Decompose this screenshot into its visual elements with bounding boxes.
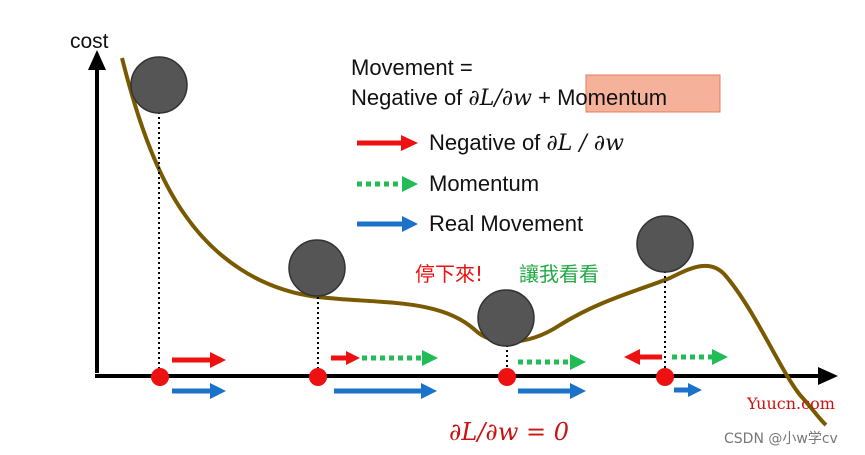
formula-line-2: Negative of ∂L/∂w + Momentum bbox=[351, 85, 667, 111]
zero-gradient-label: ∂L/∂w = 0 bbox=[449, 418, 569, 446]
letting-note: 讓我看看 bbox=[519, 262, 599, 286]
point-3-arrows bbox=[518, 354, 586, 399]
formula-line-2-highlight: Momentum bbox=[557, 85, 667, 110]
formula-line-2-prefix: Negative of bbox=[351, 85, 468, 110]
legend-gradient-label: Negative of ∂L / ∂w bbox=[429, 130, 624, 156]
momentum-arrowhead-2 bbox=[422, 350, 438, 366]
point-2-arrows bbox=[331, 350, 438, 399]
legend-real-label: Real Movement bbox=[429, 211, 583, 236]
real-arrowhead-1 bbox=[210, 383, 226, 399]
point-4-arrows bbox=[624, 349, 728, 397]
formula-line-2-plus: + bbox=[532, 85, 557, 110]
axis-dot-3 bbox=[498, 368, 516, 386]
csdn-watermark: CSDN @小w学cv bbox=[724, 431, 838, 447]
y-axis-arrowhead bbox=[88, 50, 106, 70]
gradient-arrowhead-1 bbox=[210, 352, 226, 368]
legend: Negative of ∂L / ∂w Momentum Real Moveme… bbox=[357, 130, 624, 236]
momentum-arrowhead-4 bbox=[712, 349, 728, 365]
x-axis-arrowhead bbox=[818, 367, 838, 385]
cost-curve bbox=[120, 57, 828, 427]
legend-real-arrowhead bbox=[402, 216, 418, 232]
point-1-arrows bbox=[172, 352, 226, 399]
axis-dot-1 bbox=[151, 368, 169, 386]
ball-1 bbox=[130, 56, 188, 114]
stop-note: 停下來! bbox=[415, 262, 483, 286]
legend-gradient-label-prefix: Negative of bbox=[429, 130, 546, 155]
real-arrowhead-3 bbox=[570, 383, 586, 399]
legend-momentum-arrowhead bbox=[402, 176, 418, 192]
real-arrowhead-2 bbox=[421, 383, 437, 399]
legend-momentum-label: Momentum bbox=[429, 171, 539, 196]
formula-line-2-math: ∂L/∂w bbox=[468, 86, 532, 111]
legend-gradient-label-math: ∂L / ∂w bbox=[546, 131, 624, 156]
ball-2 bbox=[288, 239, 346, 297]
y-axis-label: cost bbox=[70, 30, 109, 53]
formula-line-1: Movement = bbox=[351, 55, 473, 80]
axis-dot-2 bbox=[309, 368, 327, 386]
momentum-highlight-box bbox=[585, 74, 721, 113]
axis-dot-4 bbox=[656, 368, 674, 386]
real-arrowhead-4 bbox=[688, 383, 702, 397]
gradient-arrowhead-4 bbox=[624, 349, 640, 365]
momentum-arrowhead-3 bbox=[570, 354, 586, 370]
legend-gradient-arrowhead bbox=[401, 135, 418, 151]
gradient-arrowhead-2 bbox=[346, 351, 360, 365]
site-watermark: Yuucn.com bbox=[746, 394, 835, 413]
ball-3 bbox=[477, 289, 535, 347]
ball-4 bbox=[636, 215, 694, 273]
